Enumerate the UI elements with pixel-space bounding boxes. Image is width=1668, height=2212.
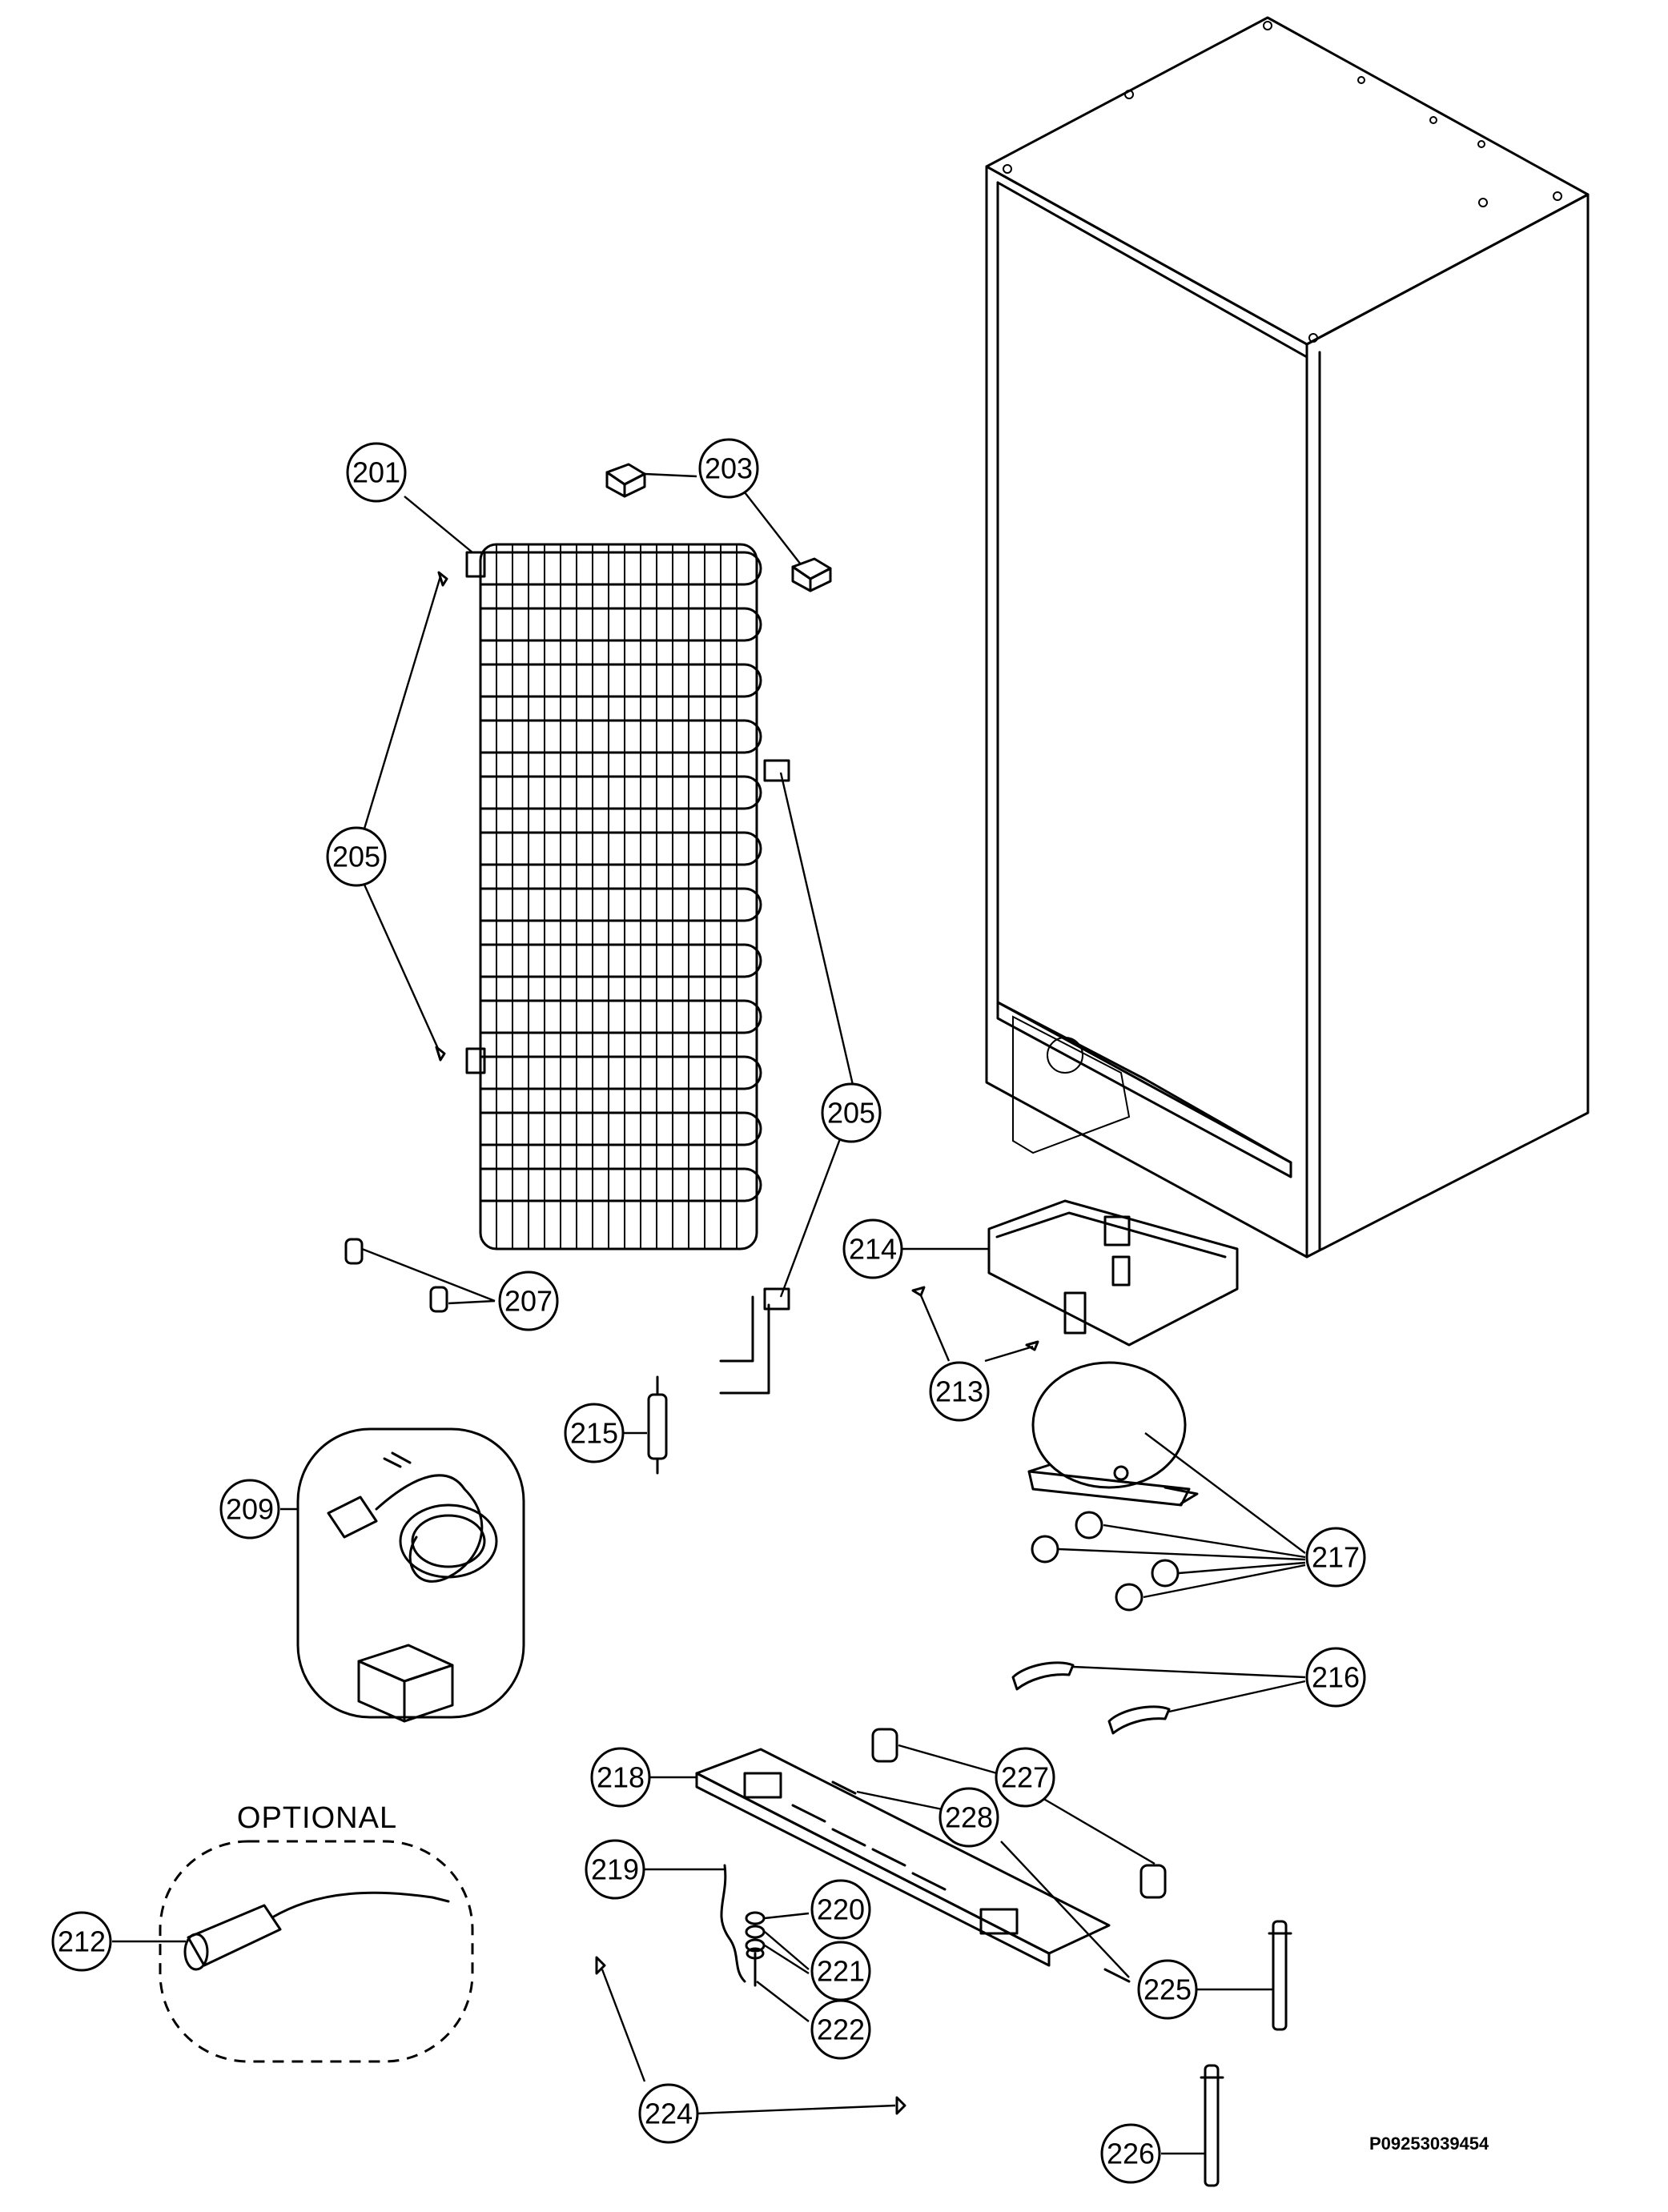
callout-217: 217 xyxy=(1305,1527,1366,1588)
condenser-coils xyxy=(479,551,762,1202)
grommet-203-b xyxy=(791,557,832,592)
callout-209: 209 xyxy=(219,1479,280,1540)
svg-text:222: 222 xyxy=(817,2013,865,2046)
svg-text:209: 209 xyxy=(226,1493,274,1526)
callout-225: 225 xyxy=(1137,1959,1198,2020)
washer-220 xyxy=(745,1911,766,1925)
callout-205-right: 205 xyxy=(821,1082,882,1143)
callout-222: 222 xyxy=(810,1999,871,2060)
leader-lines xyxy=(112,472,1306,2155)
screw-224-b xyxy=(895,2096,906,2115)
svg-text:225: 225 xyxy=(1143,1973,1192,2006)
refrigerator-cabinet xyxy=(985,16,1590,1259)
svg-text:221: 221 xyxy=(817,1955,865,1988)
optional-label: OPTIONAL xyxy=(237,1801,397,1835)
screw-205-top xyxy=(437,571,448,587)
component-227-a xyxy=(871,1728,898,1763)
grommets-217 xyxy=(1031,1511,1180,1612)
svg-text:220: 220 xyxy=(817,1893,865,1926)
svg-text:226: 226 xyxy=(1107,2138,1155,2170)
svg-text:205: 205 xyxy=(827,1097,875,1130)
screw-213-a xyxy=(911,1286,926,1297)
svg-text:217: 217 xyxy=(1312,1541,1360,1574)
sheet-code: P09253039454 xyxy=(1369,2134,1489,2154)
callout-215: 215 xyxy=(564,1403,625,1463)
callout-207: 207 xyxy=(498,1271,559,1331)
svg-text:201: 201 xyxy=(352,456,400,489)
screw-222 xyxy=(746,1947,765,1987)
svg-text:216: 216 xyxy=(1312,1661,1360,1694)
clip-216-a xyxy=(1011,1661,1075,1691)
svg-text:228: 228 xyxy=(945,1801,993,1834)
svg-text:207: 207 xyxy=(504,1285,553,1318)
screw-205-bottom xyxy=(435,1046,446,1062)
svg-text:213: 213 xyxy=(935,1375,983,1408)
callout-201: 201 xyxy=(346,442,407,503)
spacer-207-b xyxy=(429,1286,448,1313)
svg-text:227: 227 xyxy=(1001,1761,1049,1794)
svg-text:218: 218 xyxy=(597,1761,645,1794)
cabinet-top-holes xyxy=(1003,21,1562,343)
callout-228: 228 xyxy=(939,1787,999,1848)
callout-214: 214 xyxy=(842,1218,903,1279)
svg-text:212: 212 xyxy=(58,1925,106,1958)
callout-219: 219 xyxy=(585,1839,645,1900)
grommet-203-a xyxy=(605,463,646,498)
callout-213: 213 xyxy=(929,1361,990,1422)
condenser-wires xyxy=(496,544,738,1249)
tube-225 xyxy=(1268,1920,1292,2031)
svg-text:205: 205 xyxy=(332,841,380,873)
svg-text:214: 214 xyxy=(849,1233,897,1266)
callout-221: 221 xyxy=(810,1941,871,2001)
filter-drier xyxy=(647,1375,668,1475)
spacer-207-a xyxy=(344,1238,364,1265)
optional-group: OPTIONAL xyxy=(159,1801,474,2063)
wire-228 xyxy=(831,1780,1131,1983)
callout-218: 218 xyxy=(590,1747,651,1808)
clip-216-b xyxy=(1107,1705,1171,1735)
power-cord-kit xyxy=(296,1427,525,1723)
callout-224: 224 xyxy=(638,2083,699,2144)
tube-226 xyxy=(1200,2064,1224,2187)
callout-216: 216 xyxy=(1305,1647,1366,1708)
callout-226: 226 xyxy=(1100,2123,1161,2184)
callout-227: 227 xyxy=(995,1747,1055,1808)
svg-text:224: 224 xyxy=(645,2098,693,2130)
svg-text:203: 203 xyxy=(705,452,753,485)
compressor xyxy=(1027,1361,1199,1507)
callout-203: 203 xyxy=(698,438,759,499)
optional-capacitor xyxy=(183,1891,450,1971)
callout-205-left: 205 xyxy=(326,826,387,887)
screw-224-a xyxy=(595,1956,606,1975)
component-227-b xyxy=(1139,1864,1167,1899)
washer-221 xyxy=(745,1925,766,1953)
wire-219 xyxy=(720,1864,746,1983)
svg-text:219: 219 xyxy=(591,1853,639,1886)
electrical-plate xyxy=(695,1748,1111,1967)
drain-tray xyxy=(987,1199,1239,1347)
callout-220: 220 xyxy=(810,1879,871,1940)
svg-text:215: 215 xyxy=(570,1417,618,1450)
condenser xyxy=(465,543,790,1395)
callout-212: 212 xyxy=(51,1911,112,1972)
